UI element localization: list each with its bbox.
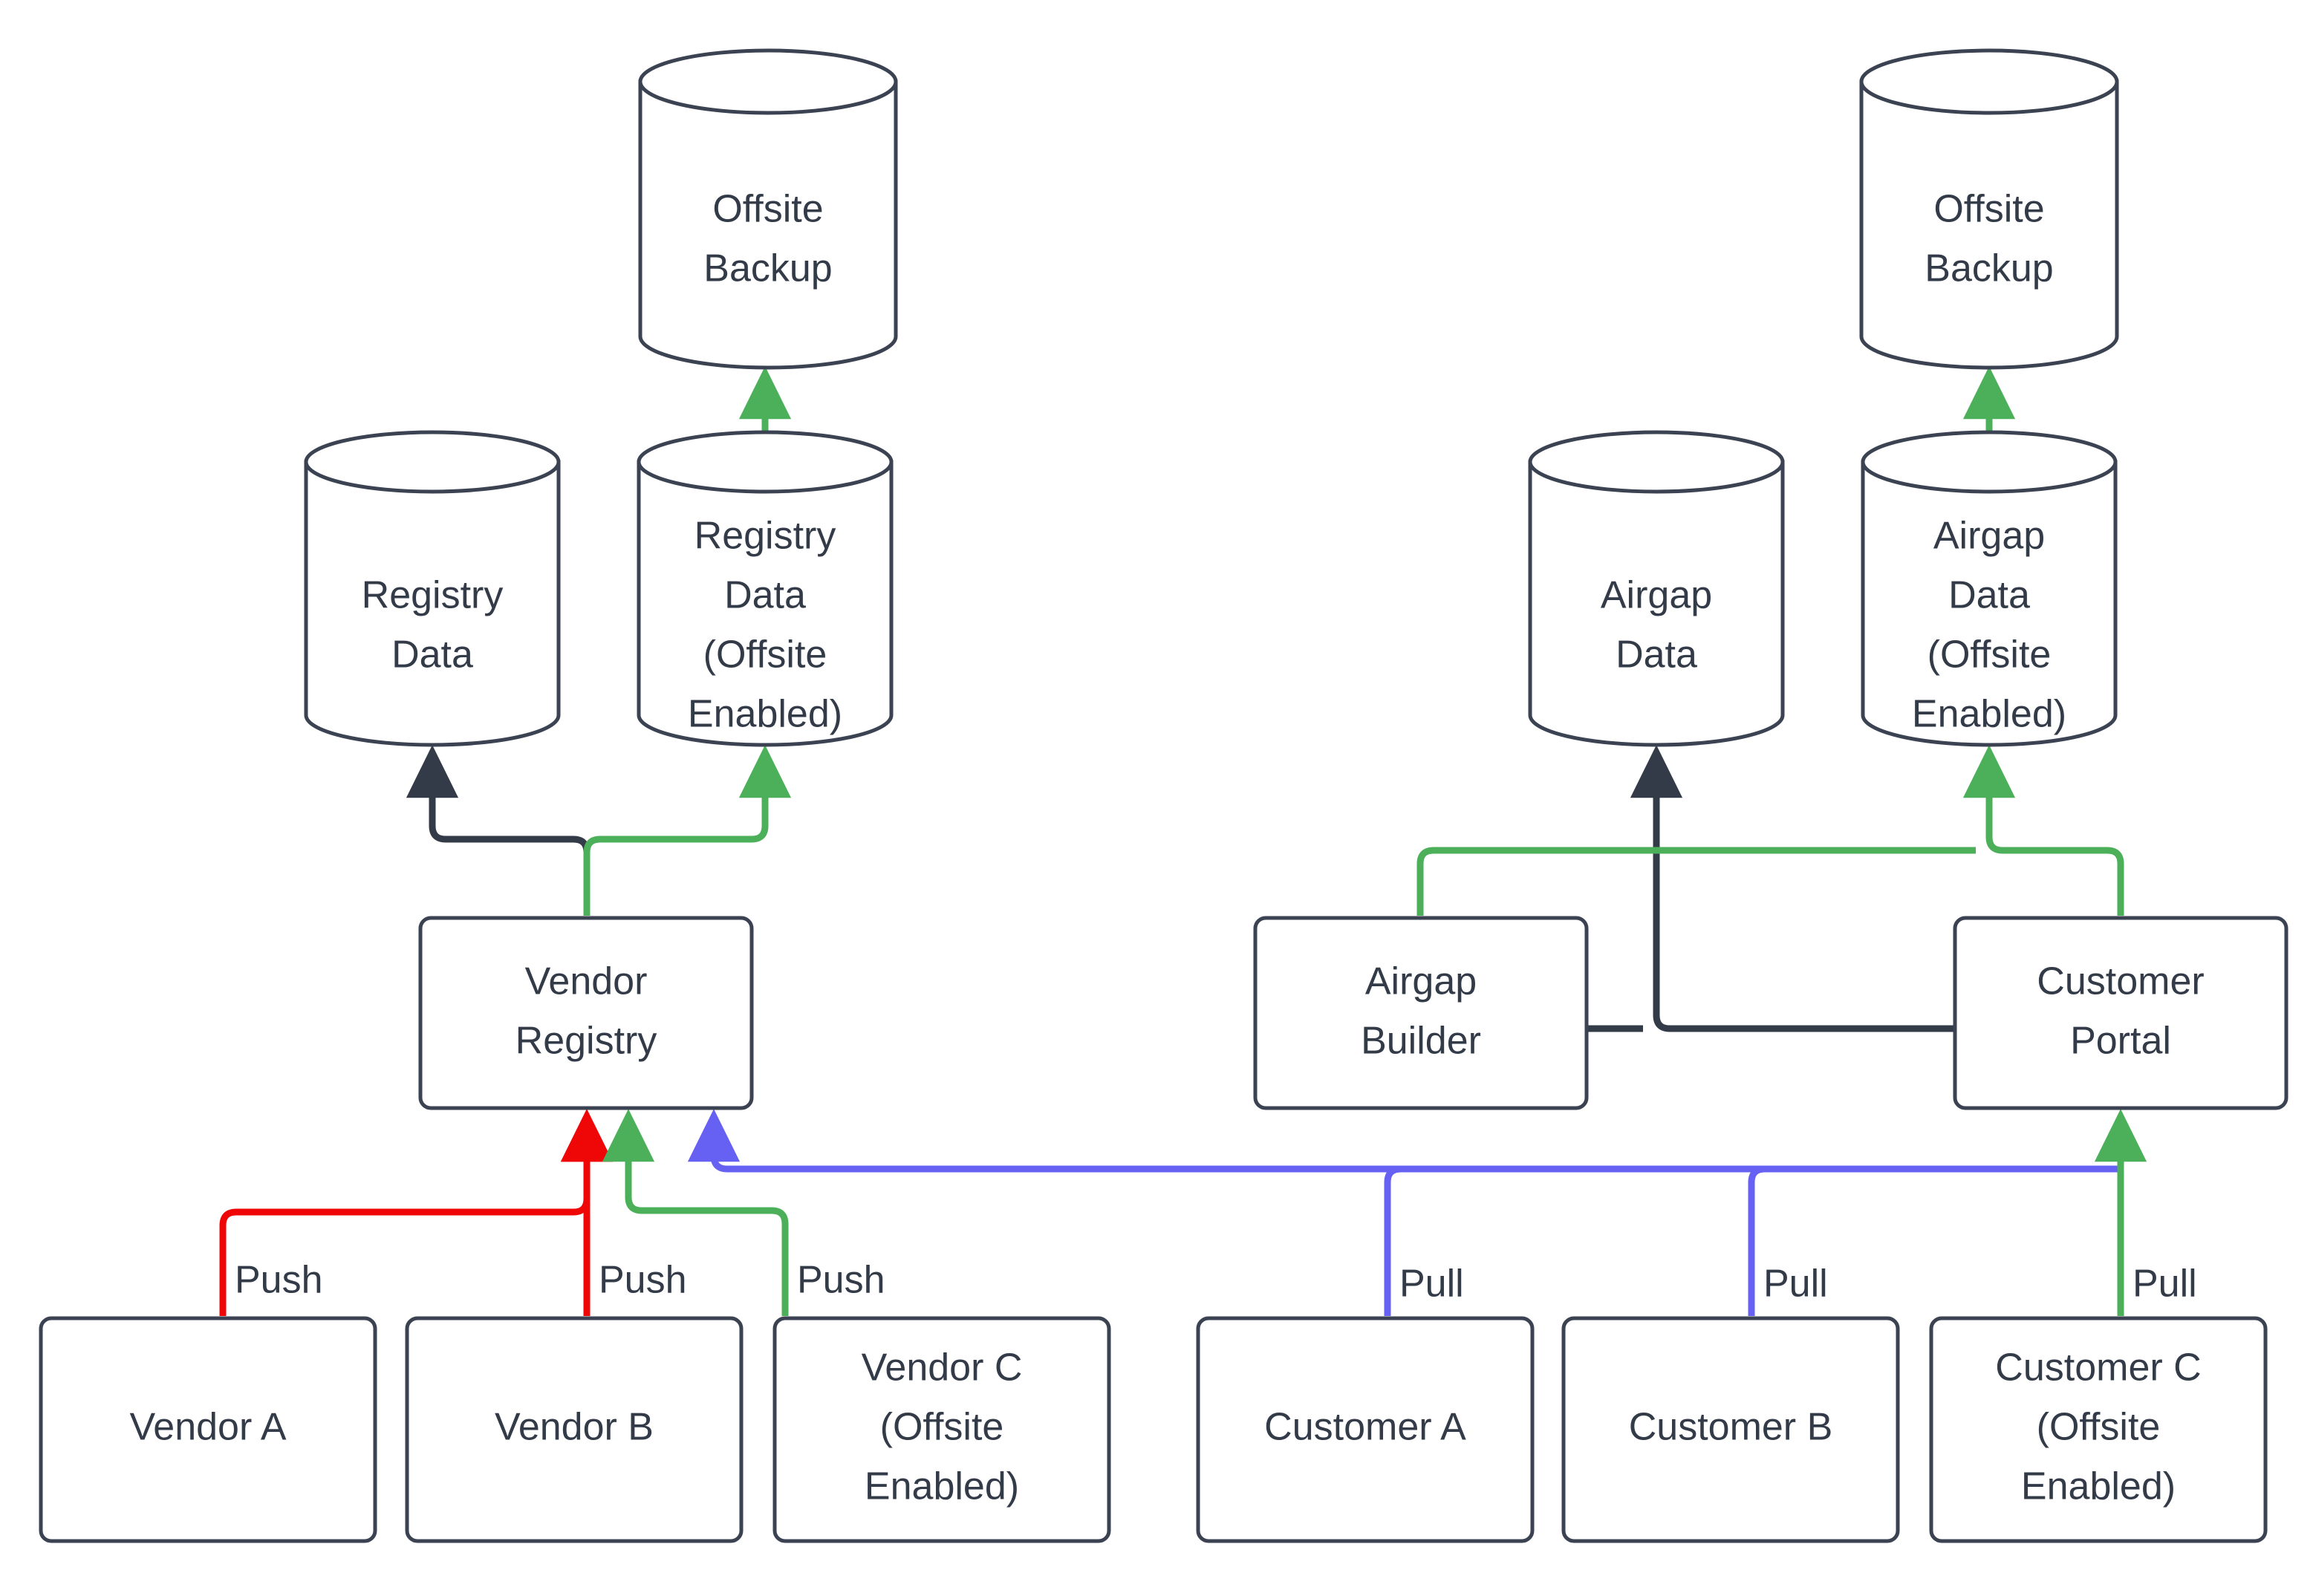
airgap-data-offsite-line3: (Offsite xyxy=(1928,633,2052,677)
customer-portal-line2: Portal xyxy=(2070,1020,2171,1063)
edge-label-customer-c-pull: Pull xyxy=(2133,1263,2197,1306)
airgap-data-offsite-line4: Enabled) xyxy=(1912,693,2066,736)
airgap-builder-line2: Builder xyxy=(1361,1020,1481,1063)
customer-c-line2: (Offsite xyxy=(2037,1406,2161,1449)
vendor-b-label: Vendor B xyxy=(495,1406,654,1449)
offsite-backup-left-line2: Backup xyxy=(703,247,832,290)
edge-customer-a-to-portal xyxy=(1384,1165,2107,1316)
edge-airgap-builder-to-airgap-offsite xyxy=(1416,847,1976,916)
offsite-backup-right-line1: Offsite xyxy=(1933,188,2044,231)
customer-a-label: Customer A xyxy=(1264,1406,1466,1449)
edge-label-vendor-a-push: Push xyxy=(235,1259,323,1302)
registry-data-offsite-line2: Data xyxy=(724,574,806,617)
airgap-builder-line1: Airgap xyxy=(1365,960,1477,1003)
edge-label-vendor-c-push: Push xyxy=(797,1259,885,1302)
airgap-data-line2: Data xyxy=(1616,633,1697,677)
node-airgap-data-offsite[interactable]: Airgap Data (Offsite Enabled) xyxy=(1861,430,2118,747)
node-vendor-registry[interactable]: Vendor Registry xyxy=(418,916,754,1110)
node-airgap-builder[interactable]: Airgap Builder xyxy=(1253,916,1589,1110)
edge-label-customer-b-pull: Pull xyxy=(1763,1263,1828,1306)
registry-data-line1: Registry xyxy=(362,574,504,617)
registry-data-offsite-line3: (Offsite xyxy=(703,633,827,677)
registry-data-offsite-line4: Enabled) xyxy=(688,693,842,736)
edge-label-customer-a-pull: Pull xyxy=(1399,1263,1464,1306)
edge-customer-b-to-portal xyxy=(1748,1165,2107,1316)
registry-data-offsite-line1: Registry xyxy=(694,515,836,558)
edge-portal-to-vendor-registry xyxy=(687,1109,2121,1173)
node-customer-c[interactable]: Customer C (Offsite Enabled) xyxy=(1929,1316,2268,1543)
edge-portal-to-airgap-offsite xyxy=(1962,745,2124,916)
edge-registry-to-registry-data-offsite xyxy=(583,745,792,916)
vendor-c-line2: (Offsite xyxy=(880,1406,1004,1449)
customer-c-line3: Enabled) xyxy=(2021,1465,2176,1508)
edge-portal-to-airgap-data xyxy=(1630,745,1953,1032)
airgap-data-line1: Airgap xyxy=(1601,574,1712,617)
node-customer-a[interactable]: Customer A xyxy=(1196,1316,1535,1543)
customer-portal-line1: Customer xyxy=(2037,960,2204,1003)
node-customer-portal[interactable]: Customer Portal xyxy=(1953,916,2288,1110)
vendor-a-label: Vendor A xyxy=(129,1406,286,1449)
node-registry-data-offsite[interactable]: Registry Data (Offsite Enabled) xyxy=(637,430,894,747)
node-offsite-backup-right[interactable]: Offsite Backup xyxy=(1859,48,2119,370)
vendor-c-line1: Vendor C xyxy=(862,1346,1023,1390)
edge-vendor-c-to-registry xyxy=(602,1109,789,1316)
node-vendor-c[interactable]: Vendor C (Offsite Enabled) xyxy=(772,1316,1111,1543)
node-offsite-backup-left[interactable]: Offsite Backup xyxy=(638,48,898,370)
registry-data-line2: Data xyxy=(391,633,473,677)
edge-label-vendor-b-push: Push xyxy=(599,1259,687,1302)
offsite-backup-right-line2: Backup xyxy=(1925,247,2053,290)
offsite-backup-left-line1: Offsite xyxy=(712,188,823,231)
vendor-registry-line1: Vendor xyxy=(525,960,648,1003)
customer-c-line1: Customer C xyxy=(1995,1346,2201,1390)
vendor-registry-line2: Registry xyxy=(515,1020,657,1063)
vendor-c-line3: Enabled) xyxy=(865,1465,1019,1508)
node-registry-data[interactable]: Registry Data xyxy=(304,430,561,747)
node-vendor-a[interactable]: Vendor A xyxy=(39,1316,377,1543)
edge-registry-to-registry-data xyxy=(406,745,591,916)
node-customer-b[interactable]: Customer B xyxy=(1561,1316,1900,1543)
node-vendor-b[interactable]: Vendor B xyxy=(405,1316,744,1543)
customer-b-label: Customer B xyxy=(1629,1406,1833,1449)
airgap-data-offsite-line1: Airgap xyxy=(1933,515,2045,558)
airgap-data-offsite-line2: Data xyxy=(1948,574,2030,617)
node-airgap-data[interactable]: Airgap Data xyxy=(1528,430,1785,747)
